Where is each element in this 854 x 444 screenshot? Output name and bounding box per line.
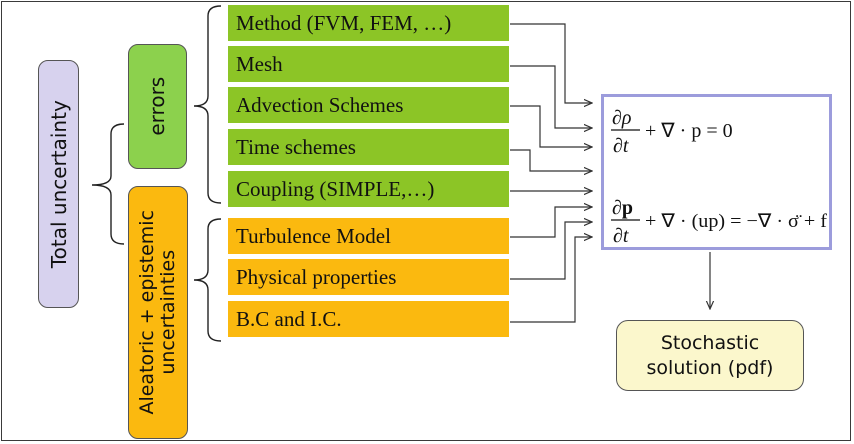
error-item-advection: Advection Schemes: [228, 87, 509, 125]
connector-bc: [510, 237, 592, 323]
momentum-rhs: + ∇ · (up) = −∇ · σ̈ + f: [645, 211, 828, 232]
continuity-denominator: ∂t: [613, 135, 629, 157]
aleatoric-line1: Aleatoric + epistemic: [135, 210, 158, 415]
errors-label: errors: [145, 77, 170, 136]
error-item-time: Time schemes: [228, 129, 509, 167]
connector-turbulence: [510, 207, 592, 238]
errors-box: errors: [128, 44, 187, 169]
total-uncertainty-label: Total uncertainty: [46, 100, 71, 268]
brace-total: [91, 123, 125, 245]
error-item-mesh: Mesh: [228, 46, 509, 84]
equation-box: ∂ρ ∂t + ∇ · p = 0 ∂p ∂t + ∇ · (up) = −∇ …: [601, 94, 832, 250]
brace-errors: [193, 5, 222, 204]
uncertainty-item-physical: Physical properties: [228, 259, 509, 297]
continuity-numerator: ∂ρ: [612, 107, 631, 129]
equations-svg: ∂ρ ∂t + ∇ · p = 0 ∂p ∂t + ∇ · (up) = −∇ …: [611, 107, 828, 247]
connector-physical: [510, 222, 592, 280]
error-item-method: Method (FVM, FEM, …): [228, 5, 509, 43]
total-uncertainty-box: Total uncertainty: [38, 60, 79, 308]
stochastic-line1: Stochastic: [660, 331, 760, 354]
connector-method: [510, 23, 592, 103]
stochastic-solution-box: Stochastic solution (pdf): [616, 320, 804, 391]
stochastic-line2: solution (pdf): [646, 356, 774, 379]
connector-mesh: [510, 65, 592, 128]
error-item-coupling: Coupling (SIMPLE,…): [228, 171, 509, 209]
uncertainty-item-bc: B.C and I.C.: [228, 301, 509, 339]
aleatoric-line2: uncertainties: [157, 250, 179, 375]
uncertainty-item-turbulence: Turbulence Model: [228, 218, 509, 256]
connector-time: [510, 149, 592, 171]
continuity-rhs: + ∇ · p = 0: [645, 120, 733, 142]
aleatoric-epistemic-box: Aleatoric + epistemic uncertainties: [128, 186, 188, 439]
brace-uncertainties: [193, 218, 222, 342]
momentum-numerator: ∂p: [612, 197, 633, 219]
connector-advection: [510, 105, 592, 147]
aleatoric-epistemic-label: Aleatoric + epistemic uncertainties: [135, 210, 180, 415]
momentum-denominator: ∂t: [613, 225, 629, 247]
